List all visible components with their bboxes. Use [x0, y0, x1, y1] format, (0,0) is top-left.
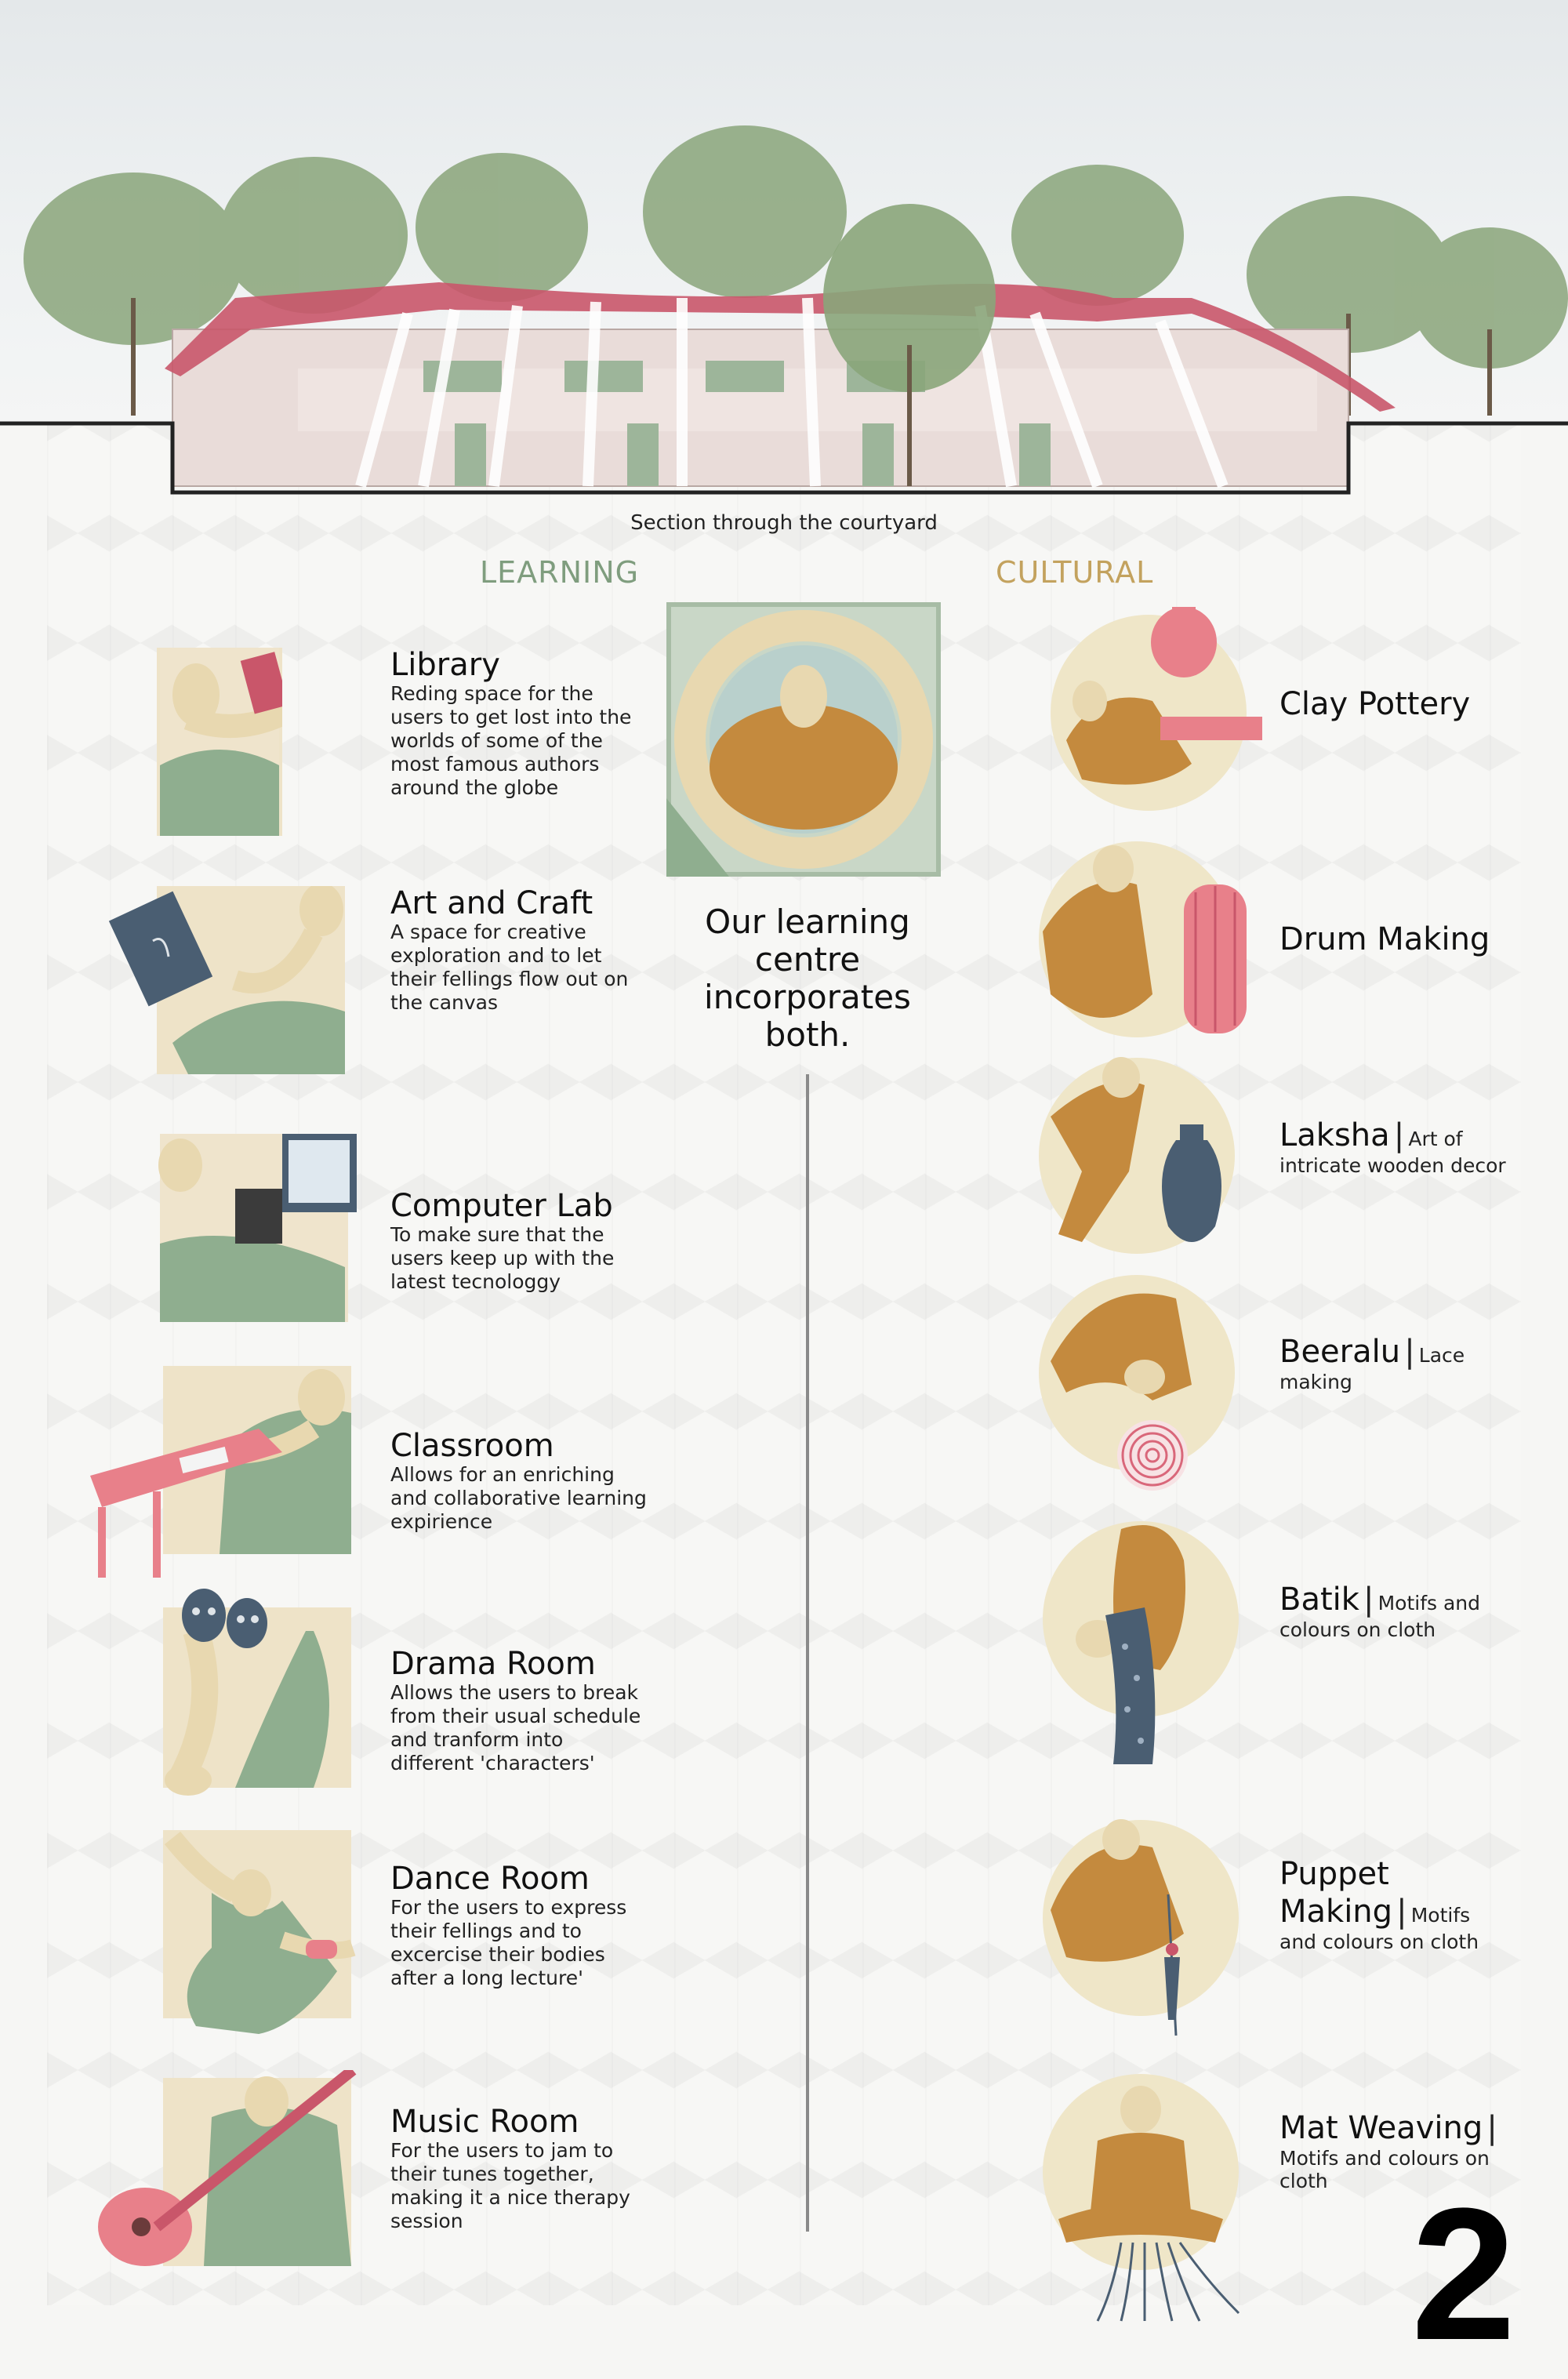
art-and-craft-title: Art and Craft	[390, 885, 593, 921]
mat-weaving-title: Mat Weaving	[1279, 2110, 1483, 2146]
puppet-making-title-2: Making	[1279, 1894, 1393, 1930]
roof	[165, 282, 1396, 412]
music-room-desc: For the users to jam to their tunes toge…	[390, 2139, 630, 2232]
trees-front	[823, 204, 996, 392]
music-room-illustration	[98, 2070, 357, 2266]
puppet-making-title: Puppet	[1279, 1856, 1389, 1892]
batik-sub: colours on cloth	[1279, 1618, 1436, 1641]
drum-making-illustration	[1039, 841, 1247, 1037]
library-desc: Reding space for the users to get lost i…	[390, 682, 632, 799]
beeralu-illustration	[1039, 1275, 1235, 1491]
puppet-making-sub: and colours on cloth	[1279, 1930, 1479, 1953]
beeralu-separator: |	[1404, 1334, 1415, 1370]
art-and-craft-desc: A space for creative exploration and to …	[390, 921, 629, 1014]
music-room-title: Music Room	[390, 2104, 579, 2140]
page-number: 2	[1411, 2169, 1516, 2379]
section-caption: Section through the courtyard	[630, 511, 938, 535]
laksha-illustration	[1039, 1057, 1235, 1254]
batik-separator: |	[1363, 1582, 1374, 1618]
laksha-title: Laksha	[1279, 1117, 1390, 1153]
drama-room-illustration	[163, 1589, 351, 1796]
beeralu-sub-inline: Lace	[1418, 1344, 1465, 1367]
dance-room-title: Dance Room	[390, 1861, 590, 1897]
laksha-sub: intricate wooden decor	[1279, 1154, 1506, 1177]
art-and-craft-illustration	[108, 886, 345, 1074]
puppet-making-illustration	[1043, 1819, 1239, 2036]
laksha-separator: |	[1393, 1117, 1405, 1153]
mat-weaving-sub: Motifs and colours on cloth	[1279, 2147, 1490, 2192]
classroom-illustration	[90, 1366, 351, 1578]
drama-room-title: Drama Room	[390, 1646, 596, 1682]
center-text: Our learning centre incorporates both.	[704, 903, 911, 1054]
center-illustration	[666, 602, 941, 877]
dance-room-desc: For the users to express their fellings …	[390, 1896, 627, 1989]
beeralu-title: Beeralu	[1279, 1334, 1401, 1370]
library-illustration	[157, 648, 282, 836]
clay-pottery-title: Clay Pottery	[1279, 686, 1471, 722]
cultural-heading: CULTURAL	[996, 555, 1154, 590]
columns	[355, 297, 1229, 489]
mat-weaving-separator: |	[1486, 2110, 1497, 2146]
learning-heading: LEARNING	[480, 555, 640, 590]
courtyard-section-drawing	[0, 125, 1568, 495]
dance-room-illustration	[163, 1830, 356, 2034]
mat-weaving-illustration	[1043, 2074, 1240, 2322]
batik-sub-inline: Motifs and	[1377, 1592, 1481, 1614]
classroom-title: Classroom	[390, 1428, 554, 1464]
beeralu-sub: making	[1279, 1371, 1352, 1393]
ground-line	[0, 421, 1568, 495]
library-title: Library	[390, 647, 500, 683]
clay-pottery-illustration	[1051, 607, 1262, 811]
laksha-sub-inline: Art of	[1408, 1128, 1463, 1150]
center-divider	[806, 1074, 809, 2232]
drum-making-title: Drum Making	[1279, 921, 1490, 957]
classroom-desc: Allows for an enriching and collaborativ…	[390, 1463, 647, 1533]
drama-room-desc: Allows the users to break from their usu…	[390, 1681, 641, 1774]
batik-illustration	[1043, 1521, 1239, 1764]
puppet-making-separator: |	[1396, 1894, 1407, 1930]
computer-lab-illustration	[158, 1134, 357, 1322]
batik-title: Batik	[1279, 1582, 1359, 1618]
trees-back	[24, 125, 1568, 369]
computer-lab-title: Computer Lab	[390, 1188, 613, 1224]
computer-lab-desc: To make sure that the users keep up with…	[390, 1223, 615, 1293]
puppet-making-sub-inline: Motifs	[1410, 1904, 1471, 1927]
